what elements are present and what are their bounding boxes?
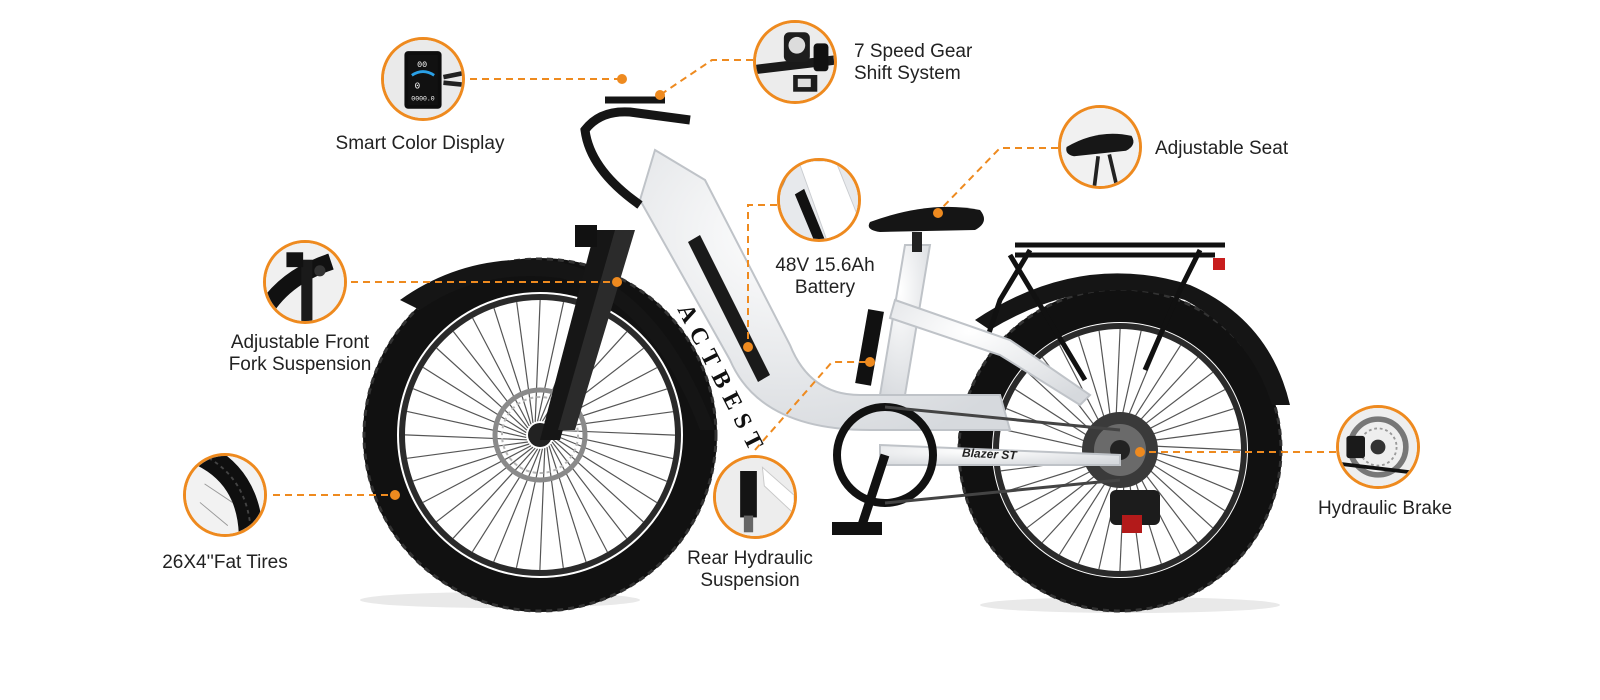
gear-callout	[753, 20, 837, 104]
brake-label: Hydraulic Brake	[1317, 498, 1453, 519]
gear-label-line2: Shift System	[854, 63, 961, 84]
rear-suspension-label-line1: Rear Hydraulic	[687, 548, 813, 569]
rear-suspension-callout	[713, 455, 797, 539]
tire-callout	[183, 453, 267, 537]
seat-anchor-dot	[933, 208, 943, 218]
battery-anchor-dot	[743, 342, 753, 352]
display-label: Smart Color Display	[335, 133, 505, 154]
brake-icon	[1339, 408, 1417, 486]
rear-suspension-anchor-dot	[865, 357, 875, 367]
gear-anchor-dot	[655, 90, 665, 100]
fork-label-line2: Fork Suspension	[228, 354, 372, 375]
fork-label-line1: Adjustable Front	[230, 332, 370, 353]
battery-label-line1: 48V 15.6Ah	[775, 255, 875, 276]
rear-suspension-label: Rear Hydraulic Suspension	[670, 548, 830, 592]
seat-icon	[1061, 108, 1139, 186]
gear-shifter-icon	[756, 23, 834, 101]
model-decal: Blazer ST	[961, 445, 1018, 463]
shock-icon	[716, 458, 794, 536]
gear-label-line1: 7 Speed Gear	[854, 41, 973, 62]
svg-text:00: 00	[417, 60, 427, 70]
battery-icon	[780, 161, 858, 239]
display-anchor-dot	[617, 74, 627, 84]
front-wheel	[362, 257, 718, 613]
brake-anchor-dot	[1135, 447, 1145, 457]
fork-icon	[266, 243, 344, 321]
fork-callout	[263, 240, 347, 324]
battery-label: 48V 15.6Ah Battery	[760, 255, 890, 299]
tire-icon	[186, 456, 264, 534]
fork-anchor-dot	[612, 277, 622, 287]
fork-label: Adjustable Front Fork Suspension	[210, 332, 390, 376]
tires-label: 26X4''Fat Tires	[162, 552, 288, 573]
display-icon: 00 0 0000.0	[384, 40, 462, 118]
battery-label-line2: Battery	[794, 277, 856, 298]
brake-callout	[1336, 405, 1420, 489]
svg-text:0000.0: 0000.0	[411, 95, 435, 102]
tire-anchor-dot	[390, 490, 400, 500]
gear-label: 7 Speed Gear Shift System	[854, 41, 972, 85]
rear-suspension-label-line2: Suspension	[700, 570, 800, 591]
display-callout: 00 0 0000.0	[381, 37, 465, 121]
svg-text:0: 0	[415, 80, 421, 91]
seat-callout	[1058, 105, 1142, 189]
battery-callout	[777, 158, 861, 242]
seat-label: Adjustable Seat	[1155, 138, 1289, 159]
